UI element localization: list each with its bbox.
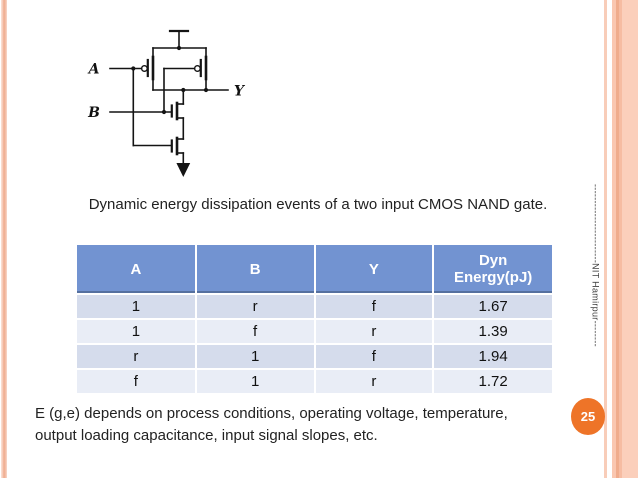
- page-number: 25: [580, 409, 596, 424]
- table-cell: f: [313, 344, 434, 370]
- table-cell: r: [313, 369, 434, 395]
- table-row: r 1 f 1.94: [77, 344, 552, 370]
- pmos-bubble-icon: [140, 65, 148, 72]
- page-number-badge: 25: [571, 398, 605, 435]
- cmos-nand-schematic: A B Y: [87, 29, 246, 177]
- table-row: 1 f r 1.39: [77, 319, 552, 345]
- table-row: 1 r f 1.67: [77, 294, 552, 320]
- table-cell: f: [313, 294, 434, 320]
- table-cell: 1.39: [432, 319, 552, 345]
- table-cell: 1: [77, 319, 196, 345]
- table-cell: 1.72: [432, 369, 552, 395]
- table-cell: 1.67: [432, 294, 552, 320]
- ground-arrow-icon: [176, 163, 191, 177]
- right-edge-stripe-band: [612, 0, 638, 478]
- table-cell: 1: [194, 344, 315, 370]
- input-b-label: B: [87, 105, 100, 121]
- left-edge-stripe: [1, 0, 7, 478]
- right-edge-thin-stripe: [604, 0, 607, 478]
- table-cell: 1.94: [432, 344, 552, 370]
- body-text-line: output loading capacitance, input signal…: [35, 426, 378, 444]
- header-cell-a: A: [77, 245, 196, 295]
- side-text-nit-hamirpur: ------------------------NIT Hamirpur----…: [590, 183, 601, 347]
- pmos-bubble-icon: [193, 65, 201, 72]
- table-cell: f: [194, 319, 315, 345]
- table-cell: 1: [77, 294, 196, 320]
- input-a-label: A: [87, 62, 100, 78]
- table-cell: r: [77, 344, 196, 370]
- output-y-label: Y: [234, 84, 246, 100]
- energy-table-container: A B Y Dyn Energy(pJ) 1 r f 1.67 1 f r 1.: [77, 245, 552, 395]
- header-cell-b: B: [194, 245, 315, 295]
- table-row: f 1 r 1.72: [77, 369, 552, 395]
- table-header-row: A B Y Dyn Energy(pJ): [77, 245, 552, 295]
- table-cell: r: [194, 294, 315, 320]
- body-text: E (g,e) depends on process conditions, o…: [35, 403, 580, 447]
- figure-caption: Dynamic energy dissipation events of a t…: [88, 196, 548, 213]
- energy-table: A B Y Dyn Energy(pJ) 1 r f 1.67 1 f r 1.: [77, 245, 552, 395]
- table-cell: f: [77, 369, 196, 395]
- header-cell-y: Y: [313, 245, 434, 295]
- body-text-line: E (g,e) depends on process conditions, o…: [35, 405, 508, 422]
- table-cell: 1: [194, 369, 315, 395]
- header-cell-dyn-energy: Dyn Energy(pJ): [432, 245, 552, 295]
- table-cell: r: [313, 319, 434, 345]
